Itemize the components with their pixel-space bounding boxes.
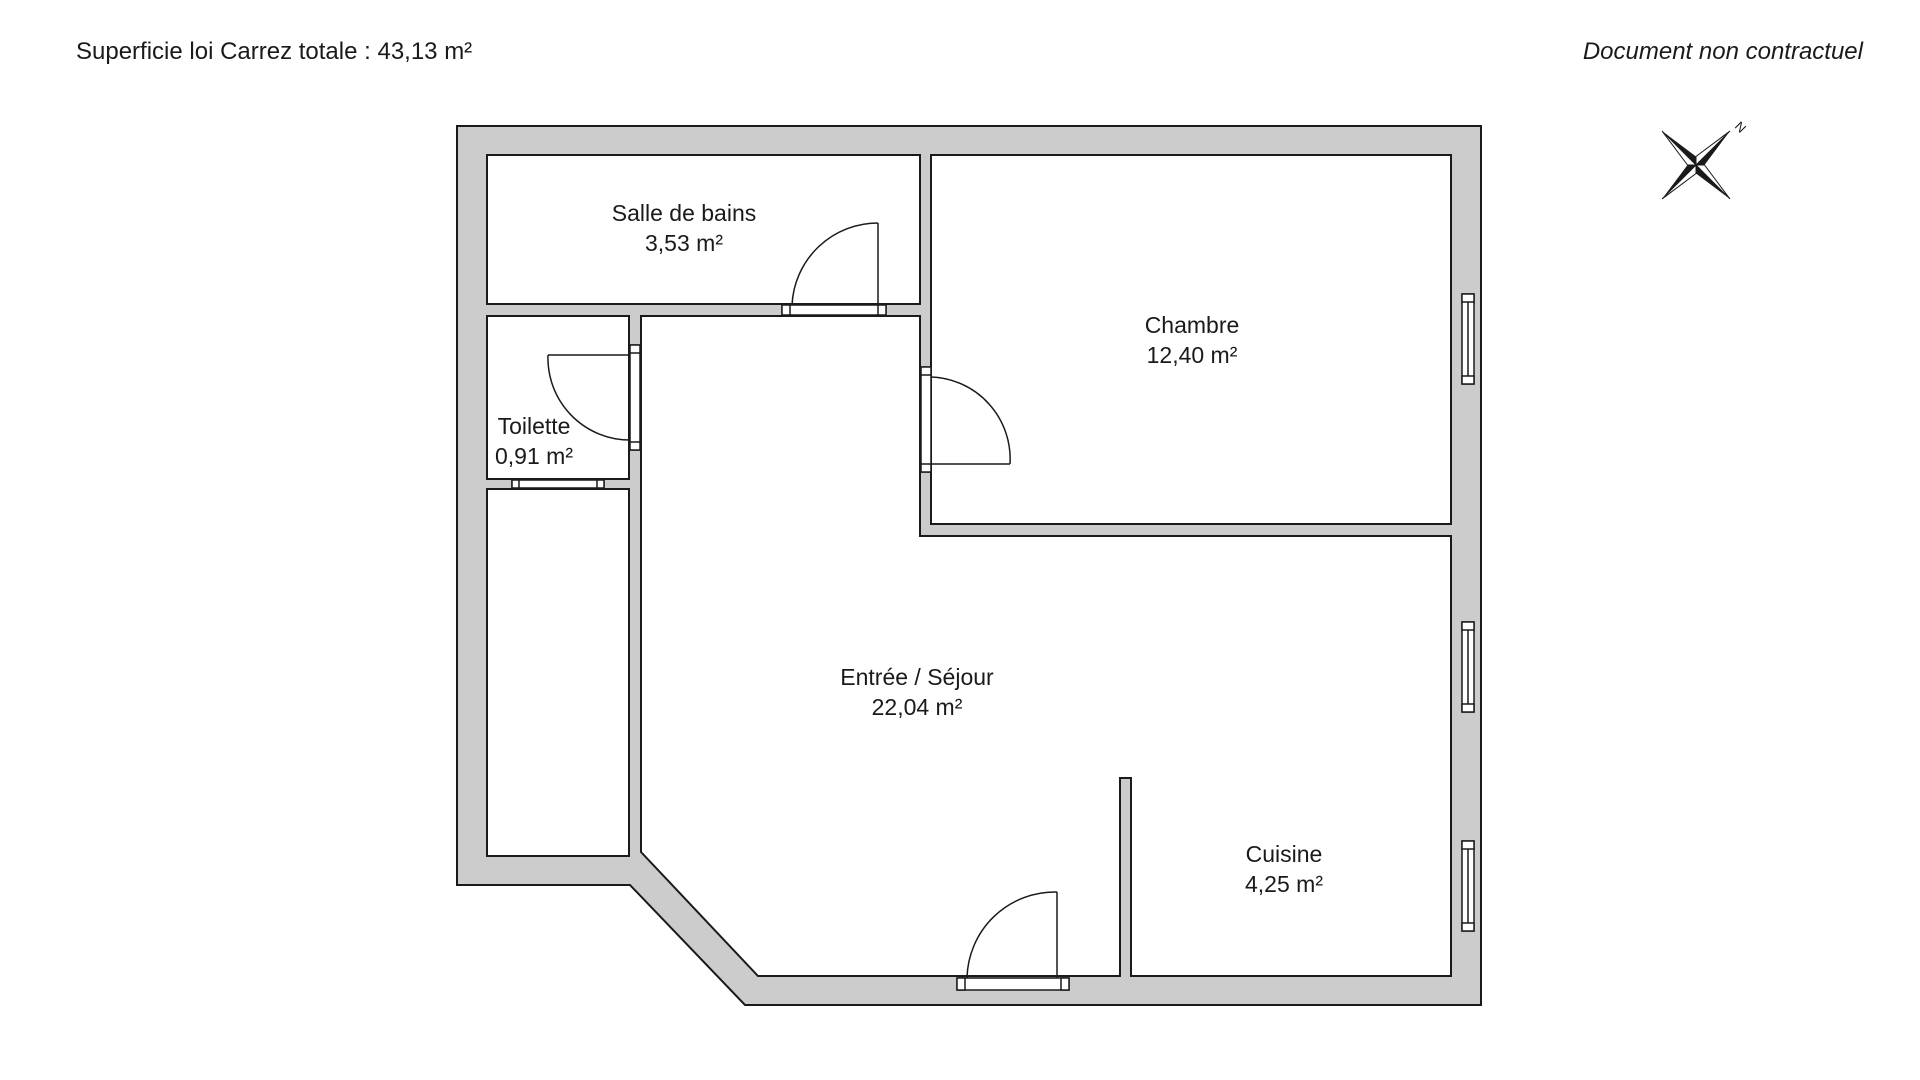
room-bathroom [486,154,921,305]
disclaimer-label: Document non contractuel [1582,38,1863,65]
total-area-label: Superficie loi Carrez totale : 43,13 m² [76,38,473,65]
room-label-bathroom-name: Salle de bains [612,200,757,226]
window-kitchen-lower [1461,840,1475,932]
room-label-living-area: 22,04 m² [872,694,963,720]
room-label-kitchen-area: 4,25 m² [1245,871,1323,897]
room-label-bedroom-name: Chambre [1145,312,1240,338]
room-label-bedroom-area: 12,40 m² [1147,342,1238,368]
window-bedroom [1461,293,1475,385]
door-bedroom [920,366,1011,473]
door-toilet [547,344,641,451]
room-living [640,315,1452,977]
room-label-living-name: Entrée / Séjour [840,664,994,690]
door-entrance [956,891,1070,991]
room-bedroom [930,154,1452,525]
compass-north-label: N [1732,119,1749,136]
compass-rose-icon [1661,130,1731,200]
window-kitchen-upper [1461,621,1475,713]
room-label-kitchen-name: Cuisine [1246,841,1323,867]
door-bathroom [781,222,887,316]
room-label-toilet-area: 0,91 m² [495,443,573,469]
room-storage [486,488,630,857]
door-storage [511,479,605,489]
room-label-bathroom-area: 3,53 m² [645,230,723,256]
room-label-toilet-name: Toilette [498,413,571,439]
